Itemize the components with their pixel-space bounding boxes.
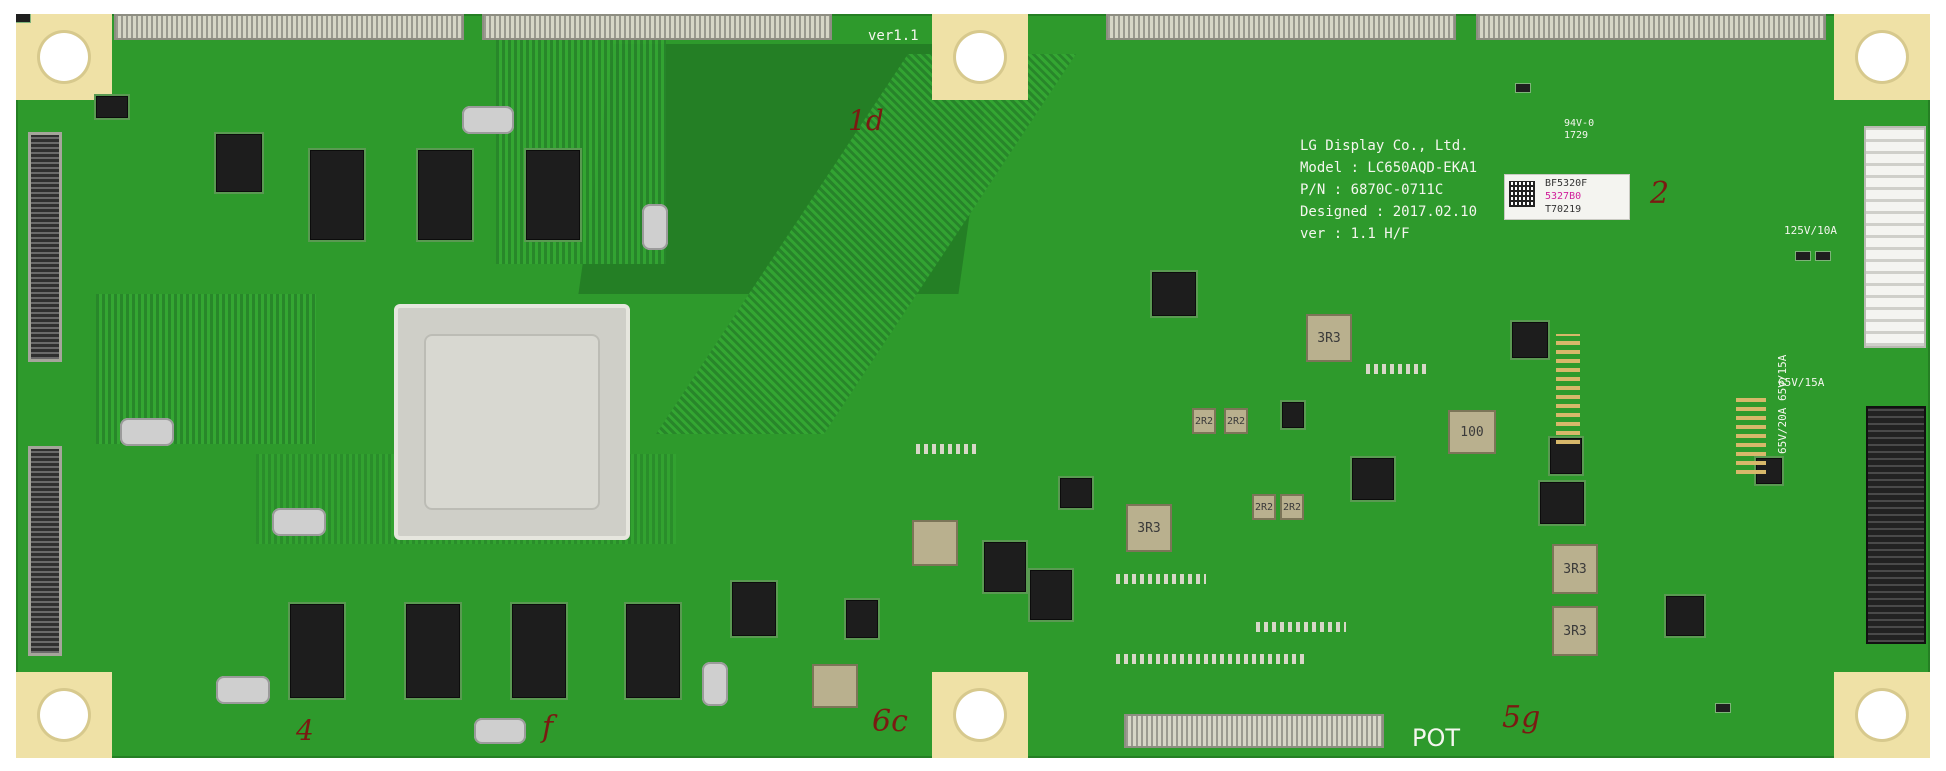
small-ic [96, 96, 128, 118]
side-connector-upper [28, 132, 62, 362]
memory-chip [526, 150, 580, 240]
memory-chip [310, 150, 364, 240]
small-ic [1060, 478, 1092, 508]
mount-hole [40, 691, 88, 739]
cert-code: 1729 [1564, 130, 1589, 141]
mount-pad-top-middle [932, 14, 1028, 100]
mount-hole [956, 691, 1004, 739]
mount-pad-top-left [16, 14, 112, 100]
mount-hole [1858, 33, 1906, 81]
mount-hole [956, 33, 1004, 81]
mosfet [984, 542, 1026, 592]
capacitor [702, 662, 728, 706]
sticker-line-1: BF5320F [1545, 178, 1588, 189]
smd-part [16, 14, 30, 22]
inductor: 2R2 [1280, 494, 1304, 520]
qr-code-icon [1509, 181, 1535, 207]
small-ic [846, 600, 878, 638]
fuse-rating-3: 65V/20A 65V/15A [1776, 354, 1789, 454]
controller-chip [732, 582, 776, 636]
fpc-connector-4 [1476, 14, 1826, 40]
inductor: 3R3 [1552, 606, 1598, 656]
capacitor [120, 418, 174, 446]
pot-label: POT [1412, 724, 1461, 752]
main-soc-chip [394, 304, 630, 540]
inductor: 2R2 [1192, 408, 1216, 434]
pcb-board: 3R3 2R2 2R2 2R2 2R2 100 3R3 3R3 3R3 ver1… [16, 14, 1930, 758]
inductor: 2R2 [1252, 494, 1276, 520]
capacitor [216, 676, 270, 704]
memory-chip [216, 134, 262, 192]
trace-bundle-center [496, 34, 666, 264]
sticker-line-2: 5327B0 [1545, 191, 1582, 202]
memory-chip [406, 604, 460, 698]
maker-label: LG Display Co., Ltd. [1300, 138, 1469, 154]
fpc-connector-3 [1106, 14, 1456, 40]
mount-pad-top-right [1834, 14, 1930, 100]
pwm-chip [1352, 458, 1394, 500]
mosfet [1030, 570, 1072, 620]
memory-chip [512, 604, 566, 698]
inductor: 3R3 [1552, 544, 1598, 594]
smd-part [1816, 252, 1830, 260]
inductor: 2R2 [1224, 408, 1248, 434]
mount-pad-bottom-middle [932, 672, 1028, 758]
fuse-rating-2: 65V/15A [1778, 376, 1825, 389]
smd-part [1796, 252, 1810, 260]
pn-label: P/N : 6870C-0711C [1300, 182, 1444, 198]
fuse-rating-1: 125V/10A [1784, 224, 1837, 237]
fpc-connector-1 [114, 14, 464, 40]
inductor: 3R3 [1306, 314, 1352, 362]
handwritten-mark: 5g [1502, 700, 1541, 735]
power-connector-black [1866, 406, 1926, 644]
smd-pad-row [1116, 574, 1206, 584]
small-ic [1666, 596, 1704, 636]
smd-pad-row [916, 444, 976, 454]
cert-mark: 94V-0 [1564, 118, 1595, 129]
inductor: 3R3 [1126, 504, 1172, 552]
smd-part [1716, 704, 1730, 712]
smd-pad-row [1256, 622, 1346, 632]
inductor [912, 520, 958, 566]
capacitor [272, 508, 326, 536]
handwritten-mark: 6c [872, 704, 908, 739]
inductor: 100 [1448, 410, 1496, 454]
handwritten-mark: 2 [1650, 176, 1670, 211]
capacitor [642, 204, 668, 250]
mount-hole [1858, 691, 1906, 739]
memory-chip [290, 604, 344, 698]
version-label: ver : 1.1 H/F [1300, 226, 1410, 242]
smd-pad-row [1116, 654, 1306, 664]
capacitor [474, 718, 526, 744]
mount-pad-bottom-left [16, 672, 112, 758]
pmic-chip [1152, 272, 1196, 316]
smd-pad-row [1556, 334, 1580, 444]
handwritten-mark: 1d [848, 104, 884, 137]
designed-label: Designed : 2017.02.10 [1300, 204, 1478, 220]
handwritten-mark: f [542, 710, 554, 745]
mosfet [1540, 482, 1584, 524]
small-ic [1550, 438, 1582, 474]
inductor [812, 664, 858, 708]
mount-pad-bottom-right [1834, 672, 1930, 758]
small-ic [1282, 402, 1304, 428]
memory-chip [626, 604, 680, 698]
power-connector-white [1864, 126, 1926, 348]
model-label: Model : LC650AQD-EKA1 [1300, 160, 1478, 176]
fpc-connector-bottom [1124, 714, 1384, 748]
regulator-chip [1512, 322, 1548, 358]
smd-part [1516, 84, 1530, 92]
smd-pad-row [1736, 394, 1766, 474]
mount-hole [40, 33, 88, 81]
side-connector-lower [28, 446, 62, 656]
sticker-line-3: T70219 [1545, 204, 1582, 215]
fpc-connector-2 [482, 14, 832, 40]
serial-sticker: BF5320F 5327B0 T70219 [1504, 174, 1630, 220]
revision-label: ver1.1 [868, 28, 919, 44]
memory-chip [418, 150, 472, 240]
handwritten-mark: 4 [296, 714, 314, 747]
smd-pad-row [1366, 364, 1426, 374]
capacitor [462, 106, 514, 134]
